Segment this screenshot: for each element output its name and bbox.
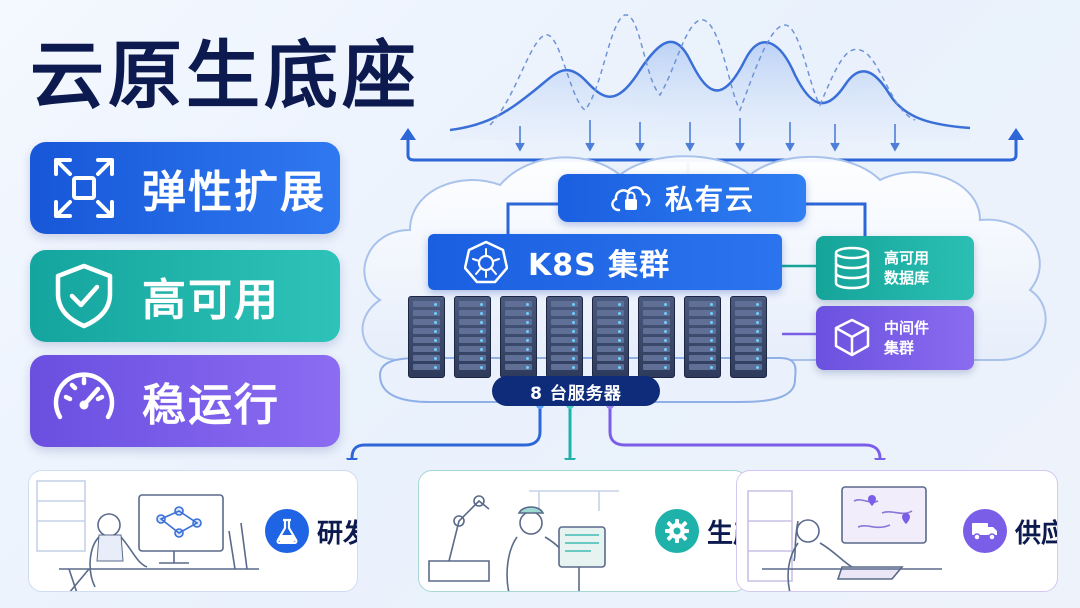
scene-tag-supply: 供应	[963, 509, 1057, 553]
database-icon	[834, 246, 870, 290]
k8s-cluster-label: K8S 集群	[528, 248, 671, 283]
scene-card-rd: 研发	[28, 470, 358, 592]
cloud-lock-icon	[611, 186, 651, 212]
server-rack	[408, 296, 445, 378]
ha-database-label-line1: 高可用	[884, 249, 930, 267]
scene-label-rd: 研发	[317, 518, 357, 549]
server-rack	[684, 296, 721, 378]
feature-label-stable: 稳运行	[142, 380, 280, 431]
feature-card-high-availability: 高可用	[30, 250, 340, 342]
truck-icon	[963, 509, 1007, 553]
server-rack	[500, 296, 537, 378]
scene-tag-rd: 研发	[265, 509, 357, 553]
kubernetes-icon	[464, 240, 508, 284]
feature-label-elastic: 弹性扩展	[142, 167, 326, 218]
server-rack	[454, 296, 491, 378]
scene-card-supply: 供应	[736, 470, 1058, 592]
private-cloud-label: 私有云	[664, 183, 755, 216]
server-rack	[730, 296, 767, 378]
cube-icon	[834, 318, 870, 357]
middleware-cluster-box: 中间件 集群	[816, 306, 974, 370]
gear-icon	[655, 509, 699, 553]
scene-tag-production: 生产	[655, 509, 747, 553]
middleware-label-line2: 集群	[884, 339, 915, 357]
feature-label-high-availability: 高可用	[142, 275, 280, 326]
feature-card-elastic: 弹性扩展	[30, 142, 340, 234]
middleware-label-line1: 中间件	[884, 319, 930, 337]
shield-check-icon	[55, 263, 113, 329]
private-cloud-box: 私有云	[558, 174, 806, 222]
speedometer-icon	[53, 372, 115, 420]
ha-database-box: 高可用 数据库	[816, 236, 974, 300]
architecture-backdrop	[346, 14, 1047, 460]
feature-card-stable: 稳运行	[30, 355, 340, 447]
server-count-badge: 8 台服务器	[492, 376, 660, 406]
flask-icon	[265, 509, 309, 553]
server-rack-group	[400, 290, 780, 378]
k8s-cluster-box: K8S 集群	[428, 234, 782, 290]
ha-database-label-line2: 数据库	[884, 269, 930, 287]
rd-illustration	[36, 480, 259, 591]
server-rack	[638, 296, 675, 378]
supply-illustration	[747, 486, 942, 591]
expand-icon	[54, 158, 114, 218]
server-rack	[592, 296, 629, 378]
scene-label-supply: 供应	[1015, 518, 1057, 549]
page-title: 云原生底座	[30, 33, 420, 119]
production-illustration	[428, 490, 619, 591]
server-rack	[546, 296, 583, 378]
load-wave-graphic	[400, 14, 1024, 176]
scene-card-production: 生产	[418, 470, 748, 592]
